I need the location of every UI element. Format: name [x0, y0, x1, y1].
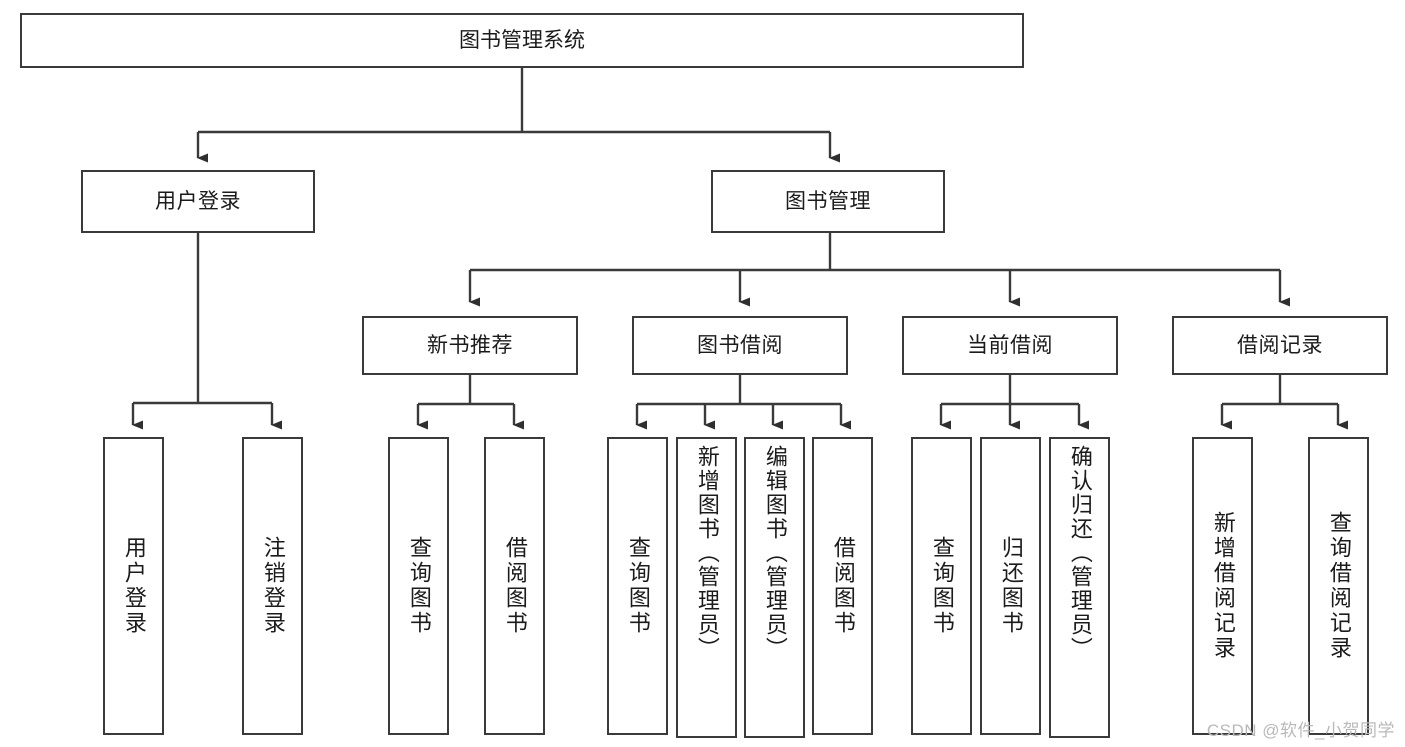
node-borrow-record[interactable]: 借阅记录: [1172, 316, 1388, 375]
leaf-confirm-return-admin[interactable]: 确认归还（管理员）: [1049, 437, 1110, 738]
leaf-borrow-book-new[interactable]: 借阅图书: [484, 437, 545, 735]
leaf-user-logout[interactable]: 注销登录: [242, 437, 303, 735]
node-user-login[interactable]: 用户登录: [81, 170, 315, 233]
node-root-system[interactable]: 图书管理系统: [20, 13, 1024, 68]
node-book-management[interactable]: 图书管理: [711, 170, 945, 233]
node-new-book-recommend[interactable]: 新书推荐: [362, 316, 578, 375]
leaf-query-book-new[interactable]: 查询图书: [388, 437, 449, 735]
leaf-return-book[interactable]: 归还图书: [980, 437, 1041, 735]
csdn-watermark: CSDN @软件_小贺同学: [1206, 721, 1395, 740]
leaf-edit-book-admin[interactable]: 编辑图书（管理员）: [744, 437, 805, 738]
node-book-borrow[interactable]: 图书借阅: [632, 316, 848, 375]
node-current-borrow[interactable]: 当前借阅: [902, 316, 1118, 375]
leaf-add-book-admin[interactable]: 新增图书（管理员）: [676, 437, 737, 738]
leaf-query-borrow-record[interactable]: 查询借阅记录: [1308, 437, 1369, 735]
leaf-borrow-book-borrow[interactable]: 借阅图书: [812, 437, 873, 735]
leaf-query-book-borrow[interactable]: 查询图书: [607, 437, 668, 735]
leaf-add-borrow-record[interactable]: 新增借阅记录: [1192, 437, 1253, 735]
leaf-user-login[interactable]: 用户登录: [103, 437, 164, 735]
leaf-query-book-current[interactable]: 查询图书: [911, 437, 972, 735]
